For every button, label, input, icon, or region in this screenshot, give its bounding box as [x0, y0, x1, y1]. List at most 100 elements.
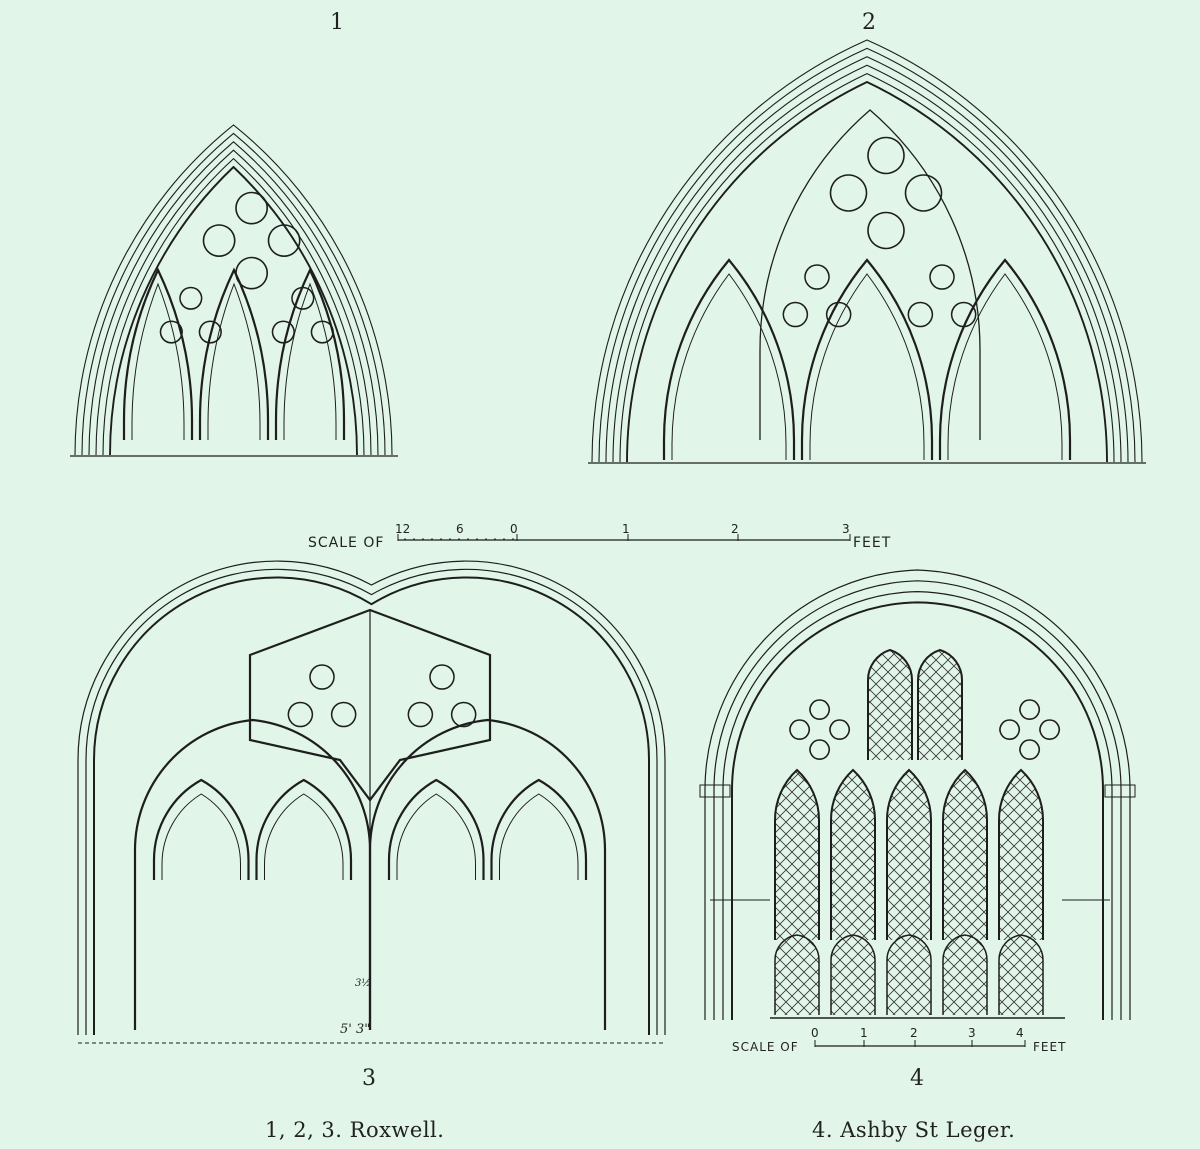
figure-3-cusps: [499, 793, 579, 880]
figure-3-cusps: [387, 778, 485, 880]
figure-4-arch: [704, 569, 1131, 1020]
scale-top-subdivision: [431, 538, 433, 540]
scale-top-subdivision: [449, 538, 451, 540]
figure-3-cusps: [490, 778, 588, 880]
figure-4-lower-light: [942, 934, 988, 1015]
caption-ashby: 4. Ashby St Leger.: [812, 1118, 1016, 1142]
scale-top-tick: 12: [395, 522, 411, 536]
figure-3-light: [133, 718, 372, 1030]
scale-top-subdivision: [494, 538, 496, 540]
figure-3-arch: [93, 576, 650, 1035]
figure-3-trefoil: [407, 664, 477, 728]
figure-1-cusps: [198, 267, 270, 440]
figure-4-light: [998, 768, 1044, 940]
scale-bottom-tick: 3: [968, 1026, 976, 1040]
figure-2-cusps: [671, 273, 787, 460]
figure-4-light: [942, 768, 988, 940]
figure-2-cusps: [947, 273, 1063, 460]
figure-4-quatrefoil: [789, 699, 850, 760]
scale-top-subdivision: [476, 538, 478, 540]
figure-4-light: [774, 768, 820, 940]
figure-4-lower-light: [998, 934, 1044, 1015]
caption-roxwell: 1, 2, 3. Roxwell.: [265, 1118, 445, 1142]
figure-4-upper-light: [867, 648, 913, 760]
figure-1-quatrefoil: [202, 191, 301, 290]
figure-4-arch: [722, 590, 1113, 1020]
scale-top-subdivision: [404, 538, 406, 540]
figure-2-cusps: [938, 258, 1072, 460]
figure-3-trefoil: [287, 664, 357, 728]
figure-3-cusps: [396, 793, 476, 880]
figure-2-label: 2: [862, 10, 876, 35]
figure-1-arch: [102, 157, 365, 456]
figure-3-arch: [85, 568, 658, 1035]
figure-2-cusps: [800, 258, 934, 460]
figure-1-cusps: [207, 282, 261, 440]
figure-1-arch: [81, 132, 386, 456]
figure-4-lower-light: [886, 934, 932, 1015]
figure-1-arch: [88, 141, 379, 456]
figure-2-trefoil: [907, 264, 977, 328]
scale-bottom-unit: FEET: [1033, 1040, 1067, 1054]
scale-top-tick: 2: [731, 522, 739, 536]
figure-1-cusps: [274, 267, 346, 440]
figure-3-arch: [77, 560, 666, 1035]
figure-3-cusps: [255, 778, 353, 880]
scale-top-subdivision: [503, 538, 505, 540]
dimension-detail: 3½: [355, 978, 372, 989]
scale-top-subdivision: [485, 538, 487, 540]
figure-1-cusps: [283, 282, 337, 440]
scale-top-subdivision: [512, 538, 514, 540]
figure-3-head: [248, 608, 492, 802]
figure-3-cusps: [152, 778, 250, 880]
figure-2-inner-arch: [759, 109, 981, 440]
figure-2-arch: [626, 80, 1108, 463]
figure-1-arch: [74, 124, 393, 456]
figure-4-light: [830, 768, 876, 940]
figure-3-label: 3: [362, 1066, 376, 1091]
figure-3-cusps: [161, 793, 241, 880]
scale-bottom-tick: 1: [860, 1026, 868, 1040]
figure-4-label-stop: [1104, 784, 1136, 798]
figure-4-arch: [731, 601, 1104, 1020]
scale-top-tick: 6: [456, 522, 464, 536]
figure-1-label: 1: [330, 10, 344, 35]
scale-top-subdivision: [467, 538, 469, 540]
scale-top-tick: 0: [510, 522, 518, 536]
scale-bottom-prefix: SCALE OF: [732, 1040, 799, 1054]
scale-top-tick: 1: [622, 522, 630, 536]
figure-2-arch: [612, 64, 1122, 463]
figure-3-cusps: [264, 793, 344, 880]
scale-top-prefix: SCALE OF: [308, 535, 385, 551]
scale-top-subdivision: [422, 538, 424, 540]
figure-1-cusps: [122, 267, 194, 440]
figure-4-label: 4: [910, 1066, 924, 1091]
dimension-width: 5' 3": [340, 1022, 371, 1037]
figure-4-lower-light: [774, 934, 820, 1015]
figure-3-light: [368, 718, 607, 1030]
scale-bottom-tick: 0: [811, 1026, 819, 1040]
scale-top-subdivision: [440, 538, 442, 540]
figure-2-trefoil: [782, 264, 852, 328]
figure-4-upper-light: [917, 648, 963, 760]
scale-top-subdivision: [413, 538, 415, 540]
figure-4-light: [886, 768, 932, 940]
figure-1-trefoil: [271, 286, 334, 344]
figure-2-arch: [605, 56, 1129, 463]
figure-2-arch: [619, 72, 1115, 463]
figure-2-arch: [598, 47, 1136, 463]
figure-4-label-stop: [699, 784, 731, 798]
scale-top-subdivision: [458, 538, 460, 540]
figure-4-arch: [713, 580, 1122, 1020]
figure-1-cusps: [131, 282, 185, 440]
figure-1-arch: [95, 149, 372, 456]
scale-top-tick: 3: [842, 522, 850, 536]
figure-1-trefoil: [159, 286, 222, 344]
figure-2-cusps: [809, 273, 925, 460]
figure-4-quatrefoil: [999, 699, 1060, 760]
scale-top-unit: FEET: [853, 535, 892, 551]
figure-2-cusps: [662, 258, 796, 460]
scale-bottom-tick: 4: [1016, 1026, 1024, 1040]
figure-4-lower-light: [830, 934, 876, 1015]
